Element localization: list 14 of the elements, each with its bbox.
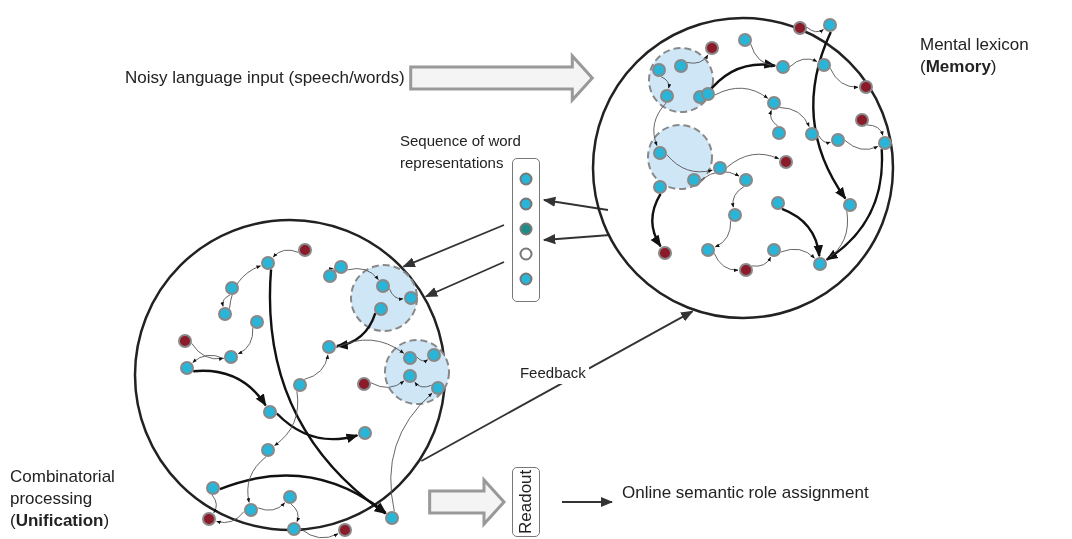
arrow bbox=[420, 310, 694, 462]
readout-box: Readout bbox=[512, 467, 540, 537]
arrow bbox=[424, 261, 505, 298]
block-arrow bbox=[409, 52, 595, 104]
caption-text: Online semantic role assignment bbox=[622, 482, 869, 504]
arrow bbox=[402, 224, 505, 268]
arrow bbox=[542, 234, 611, 245]
caption-text: Noisy language input (speech/words) bbox=[125, 67, 405, 89]
block-arrow bbox=[428, 476, 507, 528]
box-label: Sequence of word representations bbox=[400, 131, 522, 173]
circle-label: Combinatorial processing (Unification) bbox=[10, 466, 116, 532]
arrow bbox=[542, 196, 609, 211]
circle-label: Mental lexicon (Memory) bbox=[920, 34, 1030, 78]
arrow bbox=[561, 496, 614, 508]
